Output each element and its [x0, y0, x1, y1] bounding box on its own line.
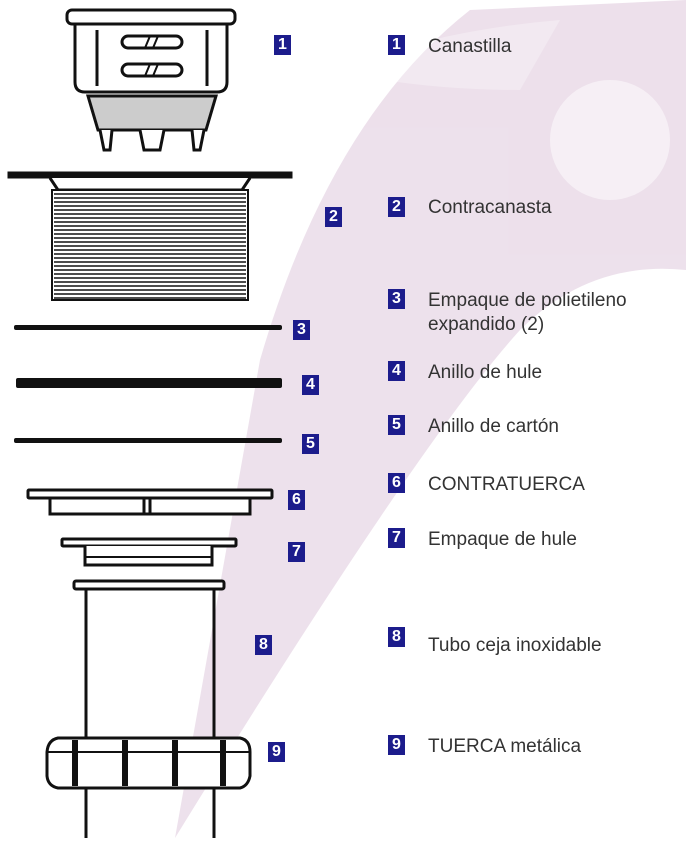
- legend-badge-5: 5: [388, 415, 405, 435]
- legend-label-4: Anillo de hule: [428, 362, 543, 383]
- legend-badge-1: 1: [388, 35, 405, 55]
- rubber-ring-icon: [16, 378, 282, 388]
- legend-label-3-line-2: expandido (2): [428, 314, 545, 335]
- basket-strainer-icon: [65, 8, 237, 152]
- legend-badge-9: 9: [388, 735, 405, 755]
- legend-badge-3: 3: [388, 289, 405, 309]
- legend-label-8: Tubo ceja inoxidable: [428, 635, 602, 656]
- legend-badge-4: 4: [388, 361, 405, 381]
- legend-badge-6: 6: [388, 473, 405, 493]
- part-5-callout-badge: 5: [302, 434, 319, 454]
- legend-label-3-line-1: Empaque de polietileno: [428, 290, 627, 311]
- threaded-body-icon: [7, 171, 293, 301]
- legend-label-1: Canastilla: [428, 36, 512, 57]
- part-9-callout-badge: 9: [268, 742, 285, 762]
- legend-badge-2: 2: [388, 197, 405, 217]
- legend-badge-7: 7: [388, 528, 405, 548]
- cardboard-ring-icon: [14, 438, 282, 443]
- part-4-callout-badge: 4: [302, 375, 319, 395]
- foam-gasket-icon: [14, 325, 282, 330]
- watermark-logo: [175, 0, 686, 838]
- legend-label-7: Empaque de hule: [428, 529, 577, 550]
- part-7-callout-badge: 7: [288, 542, 305, 562]
- legend-badge-8: 8: [388, 627, 405, 647]
- rubber-washer-icon: [60, 537, 238, 567]
- stainless-tube-icon: [72, 579, 226, 838]
- part-1-callout-badge: 1: [274, 35, 291, 55]
- legend-label-9: TUERCA metálica: [428, 736, 582, 757]
- part-2-callout-badge: 2: [325, 207, 342, 227]
- locknut-icon: [26, 488, 274, 516]
- metal-nut-icon: [45, 736, 252, 790]
- part-8-callout-badge: 8: [255, 635, 272, 655]
- part-3-callout-badge: 3: [293, 320, 310, 340]
- legend-label-2: Contracanasta: [428, 197, 552, 218]
- legend-label-5: Anillo de cartón: [428, 416, 559, 437]
- part-6-callout-badge: 6: [288, 490, 305, 510]
- legend-label-6: CONTRATUERCA: [428, 474, 585, 495]
